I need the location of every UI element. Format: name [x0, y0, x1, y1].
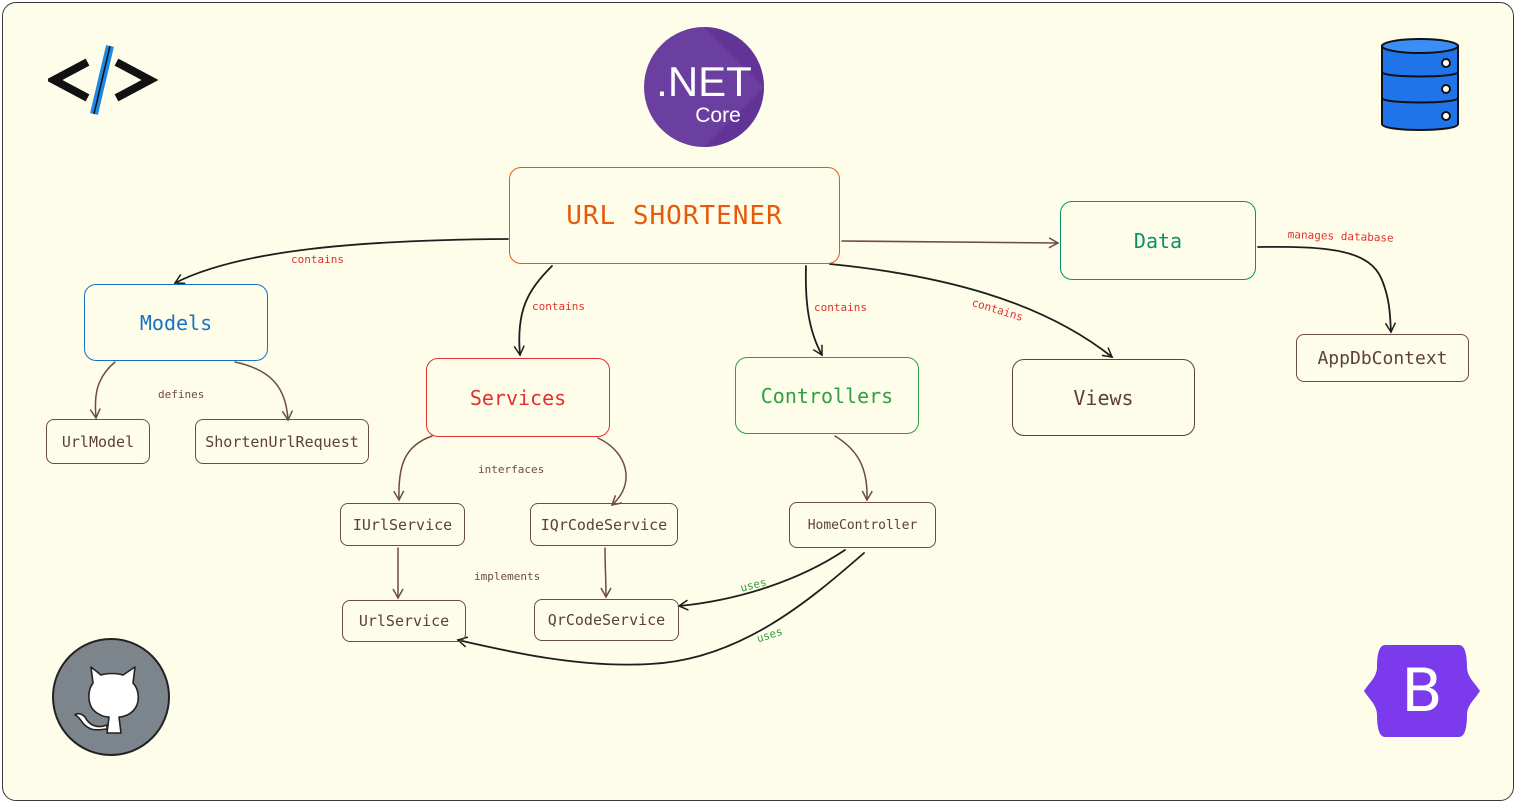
- edge-main-to-services: [513, 265, 553, 357]
- edge-iqrcodeservice-to-qrcodeservice: [600, 547, 612, 599]
- bootstrap-logo-letter: B: [1401, 656, 1443, 726]
- edge-homecontroller-uses-qrcodeservice: [677, 549, 846, 611]
- urlmodel-node[interactable]: UrlModel: [46, 419, 150, 464]
- edge-main-to-views: [829, 263, 1114, 358]
- edge-controllers-to-homecontroller: [834, 435, 873, 502]
- edge-models-to-shortenurlrequest: [234, 361, 294, 422]
- controllers-node[interactable]: Controllers: [735, 357, 919, 434]
- github-icon: [52, 638, 170, 756]
- homecontroller-node[interactable]: HomeController: [789, 502, 936, 548]
- edge-main-to-data: [841, 237, 1060, 249]
- qrcodeservice-node[interactable]: QrCodeService: [534, 599, 679, 641]
- edge-data-to-appdbcontext: [1257, 245, 1397, 334]
- dotnet-logo-title: .NET: [656, 58, 752, 105]
- dotnet-core-logo: .NET Core: [644, 27, 764, 147]
- iurlservice-node[interactable]: IUrlService: [340, 503, 465, 546]
- edge-label-contains-services: contains: [532, 300, 585, 313]
- data-node[interactable]: Data: [1060, 201, 1256, 280]
- edge-homecontroller-uses-urlservice: [456, 552, 865, 666]
- edge-services-to-iqrcodeservice: [597, 437, 627, 507]
- services-node[interactable]: Services: [426, 358, 610, 437]
- edge-label-contains-controllers: contains: [814, 301, 867, 314]
- edge-label-interfaces: interfaces: [478, 463, 545, 476]
- database-icon: [1381, 38, 1459, 131]
- edge-label-defines: defines: [158, 388, 205, 401]
- shortenurlrequest-node[interactable]: ShortenUrlRequest: [195, 419, 369, 464]
- models-node[interactable]: Models: [84, 284, 268, 361]
- urlservice-node[interactable]: UrlService: [342, 600, 466, 642]
- url-shortener-node[interactable]: URL SHORTENER: [509, 167, 840, 264]
- edge-main-to-controllers: [804, 265, 823, 357]
- edge-main-to-models: [173, 238, 509, 285]
- edge-label-implements: implements: [474, 570, 541, 583]
- edge-models-to-urlmodel: [89, 361, 116, 420]
- dotnet-logo-subtitle: Core: [695, 104, 741, 127]
- views-node[interactable]: Views: [1012, 359, 1195, 436]
- bootstrap-logo: B: [1363, 643, 1481, 739]
- appdbcontext-node[interactable]: AppDbContext: [1296, 334, 1469, 382]
- code-icon: [48, 45, 158, 115]
- iqrcodeservice-node[interactable]: IQrCodeService: [530, 503, 678, 546]
- edge-services-to-iurlservice: [393, 435, 433, 502]
- edge-label-contains-models: contains: [291, 253, 344, 266]
